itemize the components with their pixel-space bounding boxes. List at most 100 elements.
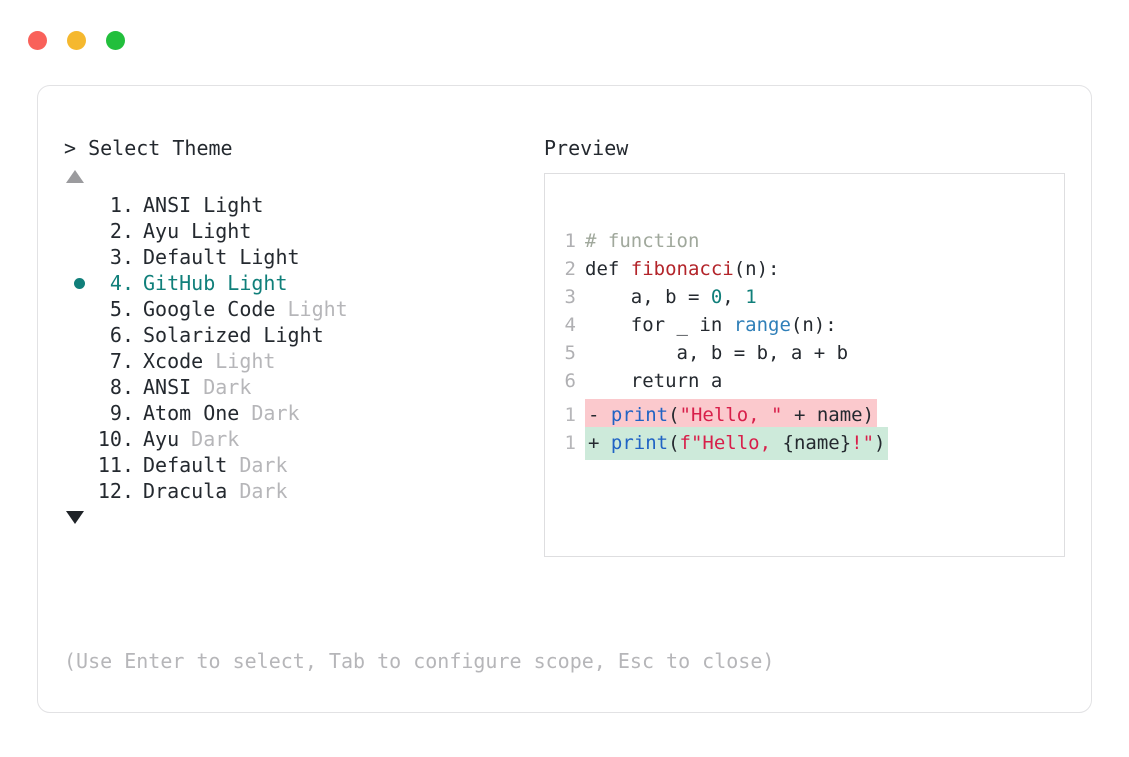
theme-item-variant: Dark <box>191 427 240 451</box>
theme-item-variant: Light <box>215 349 276 373</box>
theme-item-variant: Light <box>239 245 300 269</box>
maximize-icon[interactable] <box>106 31 125 50</box>
theme-list-item[interactable]: 2. Ayu Light <box>64 218 534 244</box>
theme-item-name: ANSI <box>143 193 204 217</box>
code-token: f"Hello, <box>679 431 783 454</box>
theme-item-variant: Light <box>227 271 288 295</box>
code-line-text: # function <box>585 227 699 255</box>
theme-list-item[interactable]: 6.Solarized Light <box>64 322 534 348</box>
diff-line-text: + print(f"Hello, {name}!") <box>585 426 889 460</box>
code-token: a, b = b, a + b <box>585 342 849 364</box>
code-token: print <box>610 403 669 426</box>
select-theme-title: Select Theme <box>88 136 233 160</box>
line-number: 1 <box>564 432 576 454</box>
line-number: 2 <box>564 258 576 280</box>
preview-label: Preview <box>544 136 629 160</box>
theme-item-number: 4. <box>109 271 134 295</box>
theme-item-name: Solarized <box>143 323 264 347</box>
code-token: (n): <box>790 314 837 336</box>
code-token: "Hello, " <box>679 403 783 426</box>
code-token: !" <box>851 431 875 454</box>
code-token: 0 <box>710 286 723 308</box>
theme-item-variant: Light <box>263 323 324 347</box>
code-line-text: a, b = b, a + b <box>585 339 849 367</box>
code-line-text: a, b = 0, 1 <box>585 283 757 311</box>
code-line-text: for _ in range(n): <box>585 311 837 339</box>
selected-dot-icon <box>73 277 85 289</box>
scroll-down-arrow-icon[interactable] <box>66 511 84 524</box>
theme-item-name: GitHub <box>143 271 228 295</box>
code-line: 4 for _ in range(n): <box>560 311 848 339</box>
code-token: ( <box>668 403 680 426</box>
code-token: # function <box>585 230 700 252</box>
theme-item-number: 3. <box>109 245 134 269</box>
page-title <box>76 136 88 160</box>
diff-removed-line: 1- print("Hello, " + name) <box>560 398 888 432</box>
theme-item-number: 9. <box>109 401 134 425</box>
theme-item-variant: Light <box>203 193 264 217</box>
code-token: a, b = <box>585 286 711 308</box>
code-token: fibonacci <box>630 258 734 280</box>
theme-list-item[interactable]: 12.Dracula Dark <box>64 478 534 504</box>
theme-list-item[interactable]: 3.Default Light <box>64 244 534 270</box>
code-token: 1 <box>745 286 757 308</box>
code-line-text: return a <box>585 367 723 395</box>
theme-item-number: 10. <box>97 427 134 451</box>
theme-list-item[interactable]: 11. Default Dark <box>64 452 534 478</box>
theme-item-number: 11. <box>97 453 134 477</box>
theme-item-name: Ayu <box>143 219 192 243</box>
line-number: 6 <box>564 370 576 392</box>
code-line: 6 return a <box>560 367 848 395</box>
line-number: 5 <box>564 342 576 364</box>
theme-item-number: 7. <box>109 349 134 373</box>
diff-added-line: 1 + print(f"Hello, {name}!") <box>560 426 889 460</box>
scroll-up-arrow-icon[interactable] <box>66 170 84 183</box>
code-token: (n): <box>733 258 780 280</box>
theme-item-number: 1. <box>109 193 134 217</box>
theme-list-item[interactable]: 10.Ayu Dark <box>64 426 534 452</box>
selected-bullet-icon <box>64 277 94 289</box>
line-number: 4 <box>564 314 576 336</box>
theme-item-number: 8. <box>109 375 134 399</box>
theme-item-number: 2. <box>109 219 134 243</box>
code-token: for _ in <box>585 314 734 336</box>
code-token: + name) <box>782 403 875 426</box>
theme-item-variant: Dark <box>239 453 288 477</box>
code-token: ( <box>668 431 680 454</box>
theme-item-name: Default <box>143 453 240 477</box>
theme-item-name: Google Code <box>143 297 288 321</box>
theme-item-name: ANSI <box>143 375 204 399</box>
theme-item-variant: Light <box>191 219 252 243</box>
theme-list-item[interactable]: 9.Atom One Dark <box>64 400 534 426</box>
code-line: 5 a, b = b, a + b <box>560 339 849 367</box>
minimize-icon[interactable] <box>67 31 86 50</box>
theme-list-item[interactable]: 4. GitHub Light <box>64 270 534 296</box>
line-number: 1 <box>564 404 576 426</box>
prompt-caret: > <box>64 136 77 160</box>
theme-list-item[interactable]: 7. Xcode Light <box>64 348 534 374</box>
close-icon[interactable] <box>28 31 47 50</box>
theme-item-name: Dracula <box>143 479 240 503</box>
theme-list-item[interactable]: 8. ANSI Dark <box>64 374 534 400</box>
theme-item-name: Atom One <box>143 401 252 425</box>
line-number: 3 <box>564 286 576 308</box>
code-token: print <box>610 431 669 454</box>
theme-list-item[interactable]: 5.Google Code Light <box>64 296 534 322</box>
theme-list-item[interactable]: 1. ANSI Light <box>64 192 534 218</box>
theme-item-variant: Dark <box>203 375 252 399</box>
code-token: {name} <box>782 431 852 454</box>
theme-item-number: 12. <box>97 479 134 503</box>
code-token: ) <box>874 431 886 454</box>
theme-item-variant: Light <box>287 297 348 321</box>
code-token: range <box>733 314 791 336</box>
code-token: def <box>585 258 631 280</box>
diff-sign: - <box>588 403 611 426</box>
theme-item-name: Xcode <box>143 349 216 373</box>
